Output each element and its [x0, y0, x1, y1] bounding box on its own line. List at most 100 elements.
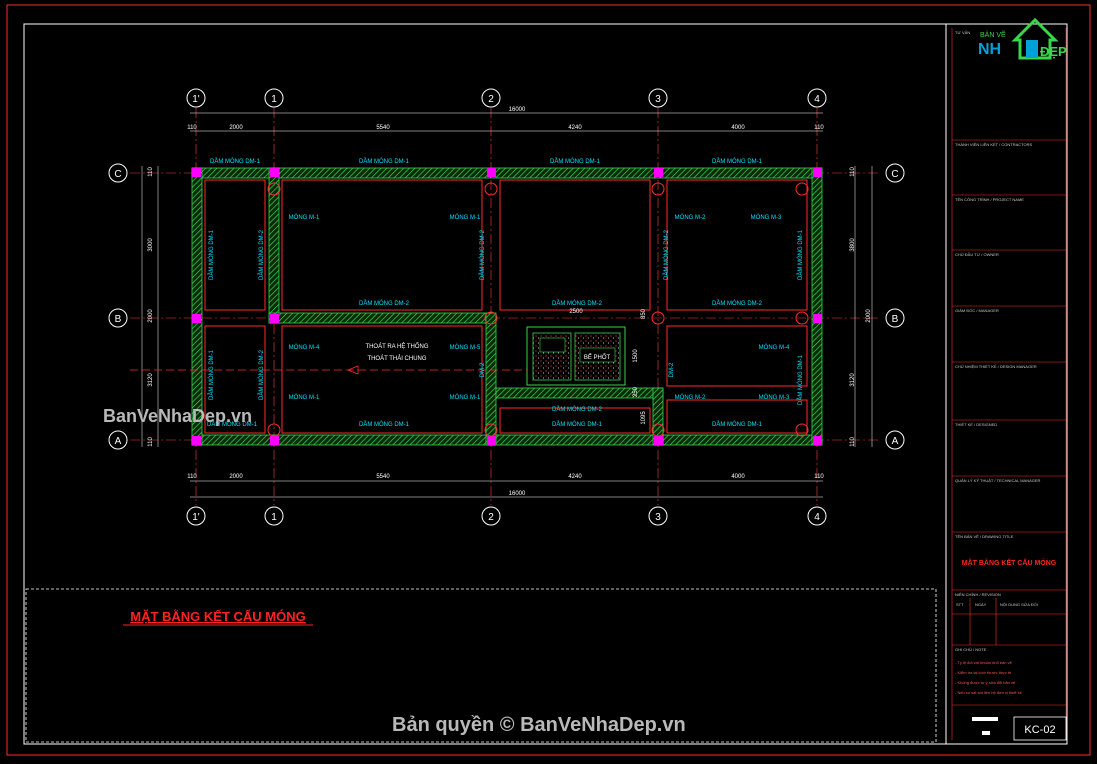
tb-row-5: CHỦ NHIỆM THIẾT KẾ / DESIGN MANAGER: [955, 364, 1037, 369]
logo-icon: ĐẸP NH BẢN VẼ: [978, 17, 1067, 60]
tb-revision: NIÊN CHỈNH / REVISION: [955, 592, 1001, 597]
inner-frame: [23, 23, 1068, 745]
beam-label-b3: DẦM MÓNG DM-2: [712, 300, 763, 307]
beam-vert-8: DẦM MÓNG DM-1: [797, 354, 804, 405]
tb-drawing-title: MẶT BẰNG KẾT CẤU MÓNG: [962, 557, 1057, 567]
tb-row-7: QUẢN LÝ KỸ THUẬT / TECHNICAL MANAGER: [955, 478, 1041, 483]
beam-label-a3: DẦM MÓNG DM-1: [552, 421, 603, 428]
title-block: [951, 28, 1067, 740]
beam-vert-10: DM-2: [669, 362, 675, 377]
axis-label-top-2: 2: [488, 94, 494, 105]
tb-row-1: THÀNH VIÊN LIÊN KẾT / CONTRACTORS: [955, 142, 1033, 147]
beam-label-a4: DẦM MÓNG DM-1: [712, 421, 763, 428]
dim-top-1: 2000: [229, 125, 243, 131]
dim-right-1: 3800: [850, 238, 856, 252]
dim-2500: 2500: [569, 309, 583, 315]
beam-vert-1: DẦM MÓNG DM-1: [208, 229, 215, 280]
beam-label-c3: DẦM MÓNG DM-1: [550, 158, 601, 165]
svg-text:BẢN VẼ: BẢN VẼ: [980, 30, 1006, 39]
svg-text:ĐẸP: ĐẸP: [1040, 44, 1067, 59]
tb-note-0: - Tỷ lệ đối với khuôn khổ bản vẽ: [955, 660, 1013, 665]
scale-bar-icon: [972, 717, 998, 721]
tb-note-1: - Kiểm tra lại kích thước thực tế: [955, 670, 1012, 675]
axis-label-bottom-1p: 1': [192, 512, 200, 523]
dim-left-1: 3000: [148, 238, 154, 252]
drain-label-1: THOÁT RA HỆ THỐNG: [365, 342, 428, 350]
dim-right-4: 110: [850, 437, 856, 447]
dim-250: 250: [633, 386, 639, 397]
footing-m3-a: MÓNG M-3: [751, 214, 782, 221]
dim-1500: 1500: [633, 349, 639, 363]
north-mark-icon: [982, 731, 990, 735]
beam-vert-3: DẦM MÓNG DM-2: [479, 229, 486, 280]
dim-top-0: 110: [187, 125, 197, 131]
notes-frame: [25, 588, 937, 743]
dim-right-2: 2000: [866, 309, 872, 323]
tb-row-6: THIẾT KẾ / DESIGNED: [955, 422, 997, 427]
tb-row-0: TƯ VẤN: [955, 30, 970, 35]
footing-m1-d: MÓNG M-1: [450, 394, 481, 401]
outer-frame: [6, 4, 1091, 756]
dim-bottom-2: 5540: [376, 474, 390, 480]
footing-m4-b: MÓNG M-4: [759, 344, 790, 351]
dim-top-total: 16000: [509, 107, 526, 113]
dim-bottom-5: 110: [814, 474, 824, 480]
dim-bottom-4: 4000: [731, 474, 745, 480]
beam-label-b2: DẦM MÓNG DM-2: [552, 300, 603, 307]
footing-m2-a: MÓNG M-2: [675, 214, 706, 221]
axis-label-bottom-2: 2: [488, 512, 494, 523]
dim-right-0: 110: [850, 167, 856, 177]
axis-label-top-1p: 1': [192, 94, 200, 105]
axis-label-bottom-4: 4: [814, 512, 820, 523]
sheet-code-box: [1013, 716, 1067, 741]
sheet-code: KC-02: [1024, 724, 1055, 736]
beam-label-c2: DẦM MÓNG DM-1: [359, 158, 410, 165]
dim-left-4: 110: [148, 437, 154, 447]
dim-850: 850: [641, 308, 647, 319]
beam-vert-5: DẦM MÓNG DM-1: [797, 229, 804, 280]
dim-left-0: 110: [148, 167, 154, 177]
footing-m1-c: MÓNG M-1: [289, 394, 320, 401]
dim-bottom-3: 4240: [568, 474, 582, 480]
copyright-text: Bản quyền © BanVeNhaDep.vn: [392, 714, 686, 736]
axis-label-right-c: C: [891, 169, 898, 180]
tb-note-2: - Không được tự ý sửa đổi bản vẽ: [955, 680, 1016, 685]
axis-bubbles: [108, 88, 905, 526]
beam-label-a1: DẦM MÓNG DM-1: [207, 421, 258, 428]
drain-label-2: THOÁT THẢI CHUNG: [367, 355, 426, 362]
dim-top-4: 4000: [731, 125, 745, 131]
axis-label-right-b: B: [892, 314, 899, 325]
footing-m3-b: MÓNG M-3: [759, 394, 790, 401]
beam-label-b1: DẦM MÓNG DM-2: [359, 300, 410, 307]
axis-label-top-4: 4: [814, 94, 820, 105]
tb-row-4: GIÁM ĐỐC / MANAGER: [955, 308, 999, 313]
beam-vert-6: DẦM MÓNG DM-1: [208, 349, 215, 400]
beam-label-c4: DẦM MÓNG DM-1: [712, 158, 763, 165]
footing-m1-a: MÓNG M-1: [289, 214, 320, 221]
beam-vert-9: DM-2: [480, 362, 486, 377]
dim-right-3: 3120: [850, 373, 856, 387]
dim-bottom-0: 110: [187, 474, 197, 480]
axis-label-bottom-1: 1: [271, 512, 277, 523]
tb-rev-col-1: NGÀY: [975, 602, 987, 607]
axis-label-top-1: 1: [271, 94, 277, 105]
drawing-title: MẶT BẰNG KẾT CẤU MÓNG: [130, 609, 306, 624]
footing-m2-b: MÓNG M-2: [675, 394, 706, 401]
beam-vert-7: DẦM MÓNG DM-2: [258, 349, 265, 400]
axis-label-top-3: 3: [655, 94, 661, 105]
tb-row-2: TÊN CÔNG TRÌNH / PROJECT NAME: [955, 197, 1024, 202]
axis-label-bottom-3: 3: [655, 512, 661, 523]
dim-top-5: 110: [814, 125, 824, 131]
dimension-lines: [141, 112, 873, 498]
watermark-text: BanVeNhaDep.vn: [103, 406, 252, 426]
footing-outlines: [204, 179, 808, 434]
footing-m4-a: MÓNG M-4: [289, 344, 320, 351]
tb-row-3: CHỦ ĐẦU TƯ / OWNER: [955, 252, 999, 257]
pile-markers: [267, 182, 809, 437]
dim-top-3: 4240: [568, 125, 582, 131]
tb-note-3: - Nếu có sai sót liên hệ đơn vị thiết kế: [955, 690, 1023, 695]
tb-rev-col-2: NỘI DUNG SỬA ĐỔI: [1000, 602, 1038, 607]
beam-label-a2: DẦM MÓNG DM-1: [359, 421, 410, 428]
dim-left-3: 3120: [148, 373, 154, 387]
